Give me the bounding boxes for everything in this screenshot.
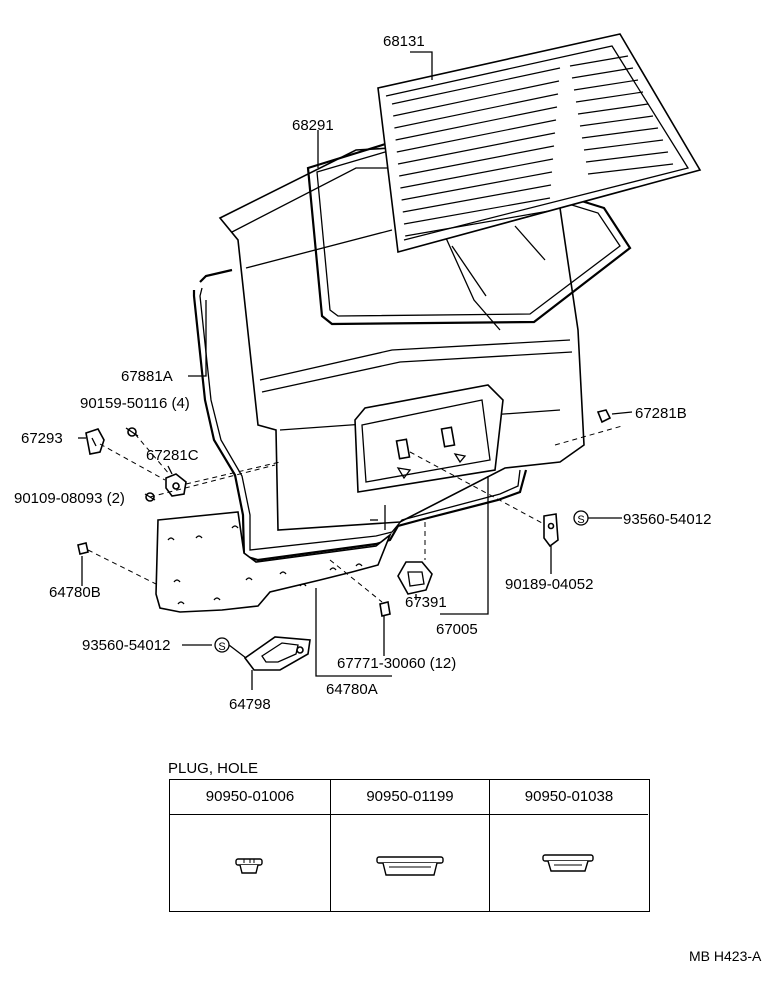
label-68131: 68131 [383,33,425,50]
trim-clip-mark [173,579,181,583]
medium-plug-icon [542,854,594,872]
clip-67771 [379,601,391,624]
defroster-line [400,158,554,189]
plug-column: 90950-01006 [170,780,331,911]
stopper-67281b [596,409,612,424]
defroster-line [583,139,664,151]
label-67771: 67771-30060 (12) [337,655,456,672]
hinge-cover-67293 [85,428,105,455]
dashed-guide-lines [87,425,623,603]
defroster-line [391,67,561,105]
small-plug-icon [235,858,263,874]
plug-hole-table: 90950-01006 90950-01199 90950-01038 [169,779,650,912]
trim-board-64780a [155,511,392,613]
label-67391: 67391 [405,594,447,611]
label-64780b: 64780B [49,584,101,601]
label-90159: 90159-50116 (4) [80,395,190,412]
defroster-line [577,103,649,115]
defroster-line [579,115,654,127]
label-64798: 64798 [229,696,271,713]
defroster-line [403,197,551,225]
plug-part-number: 90950-01038 [490,780,648,815]
defroster-line [575,91,644,103]
trim-clip-mark [355,563,363,567]
handle-bezel-64798 [243,636,311,671]
label-67005: 67005 [436,621,478,638]
svg-text:S: S [577,514,584,526]
defroster-line [405,210,550,237]
defroster-line [397,132,556,165]
defroster-line [402,184,552,213]
plug-part-number: 90950-01006 [170,780,330,815]
plug-column: 90950-01038 [490,780,648,911]
label-90189: 90189-04052 [505,576,593,593]
large-plug-icon [376,856,444,876]
defroster-line [573,79,639,91]
s-marker-right: S [573,510,589,526]
trim-clip-mark [213,597,221,601]
plug-part-number: 90950-01199 [331,780,489,815]
label-90109: 90109-08093 (2) [14,490,125,507]
defroster-line [587,163,674,175]
label-93560-right: 93560-54012 [623,511,711,528]
trim-clip-mark [279,571,287,575]
defroster-line [393,80,560,117]
defroster-line [571,67,634,79]
s-marker-left: S [214,637,230,653]
back-door-panel [218,147,585,531]
bracket-90189 [543,513,559,548]
label-67293: 67293 [21,430,63,447]
weatherstrip-67881a [192,268,528,562]
clip-64780b [77,542,89,555]
defroster-line [399,145,555,177]
plug-hole-title: PLUG, HOLE [168,760,259,777]
defroster-line [581,127,659,139]
reference-code: MB H423-A [689,948,762,964]
label-67881a: 67881A [121,368,173,385]
trim-clip-mark [195,535,203,539]
trim-clip-mark [245,577,253,581]
defroster-line [569,55,629,67]
trim-clip-mark [167,537,175,541]
label-68291: 68291 [292,117,334,134]
svg-text:S: S [218,641,225,653]
trim-clip-mark [231,525,239,529]
defroster-line [396,119,557,153]
back-door-glass-68131 [377,33,702,254]
plug-column: 90950-01199 [331,780,490,911]
stopper-67281c [165,473,187,497]
defroster-line [585,151,669,163]
label-64780a: 64780A [326,681,378,698]
leader-lines [78,51,633,690]
label-67281b: 67281B [635,405,687,422]
trim-clip-mark [177,601,185,605]
defroster-line [394,93,559,129]
trim-clip-mark [299,583,307,587]
defroster-line [401,171,553,201]
trim-clip-mark [329,567,337,571]
label-67281c: 67281C [146,447,199,464]
defroster-line [395,106,558,141]
label-93560-left: 93560-54012 [82,637,170,654]
lock-67391 [397,561,433,595]
screw-90159 [125,427,139,437]
